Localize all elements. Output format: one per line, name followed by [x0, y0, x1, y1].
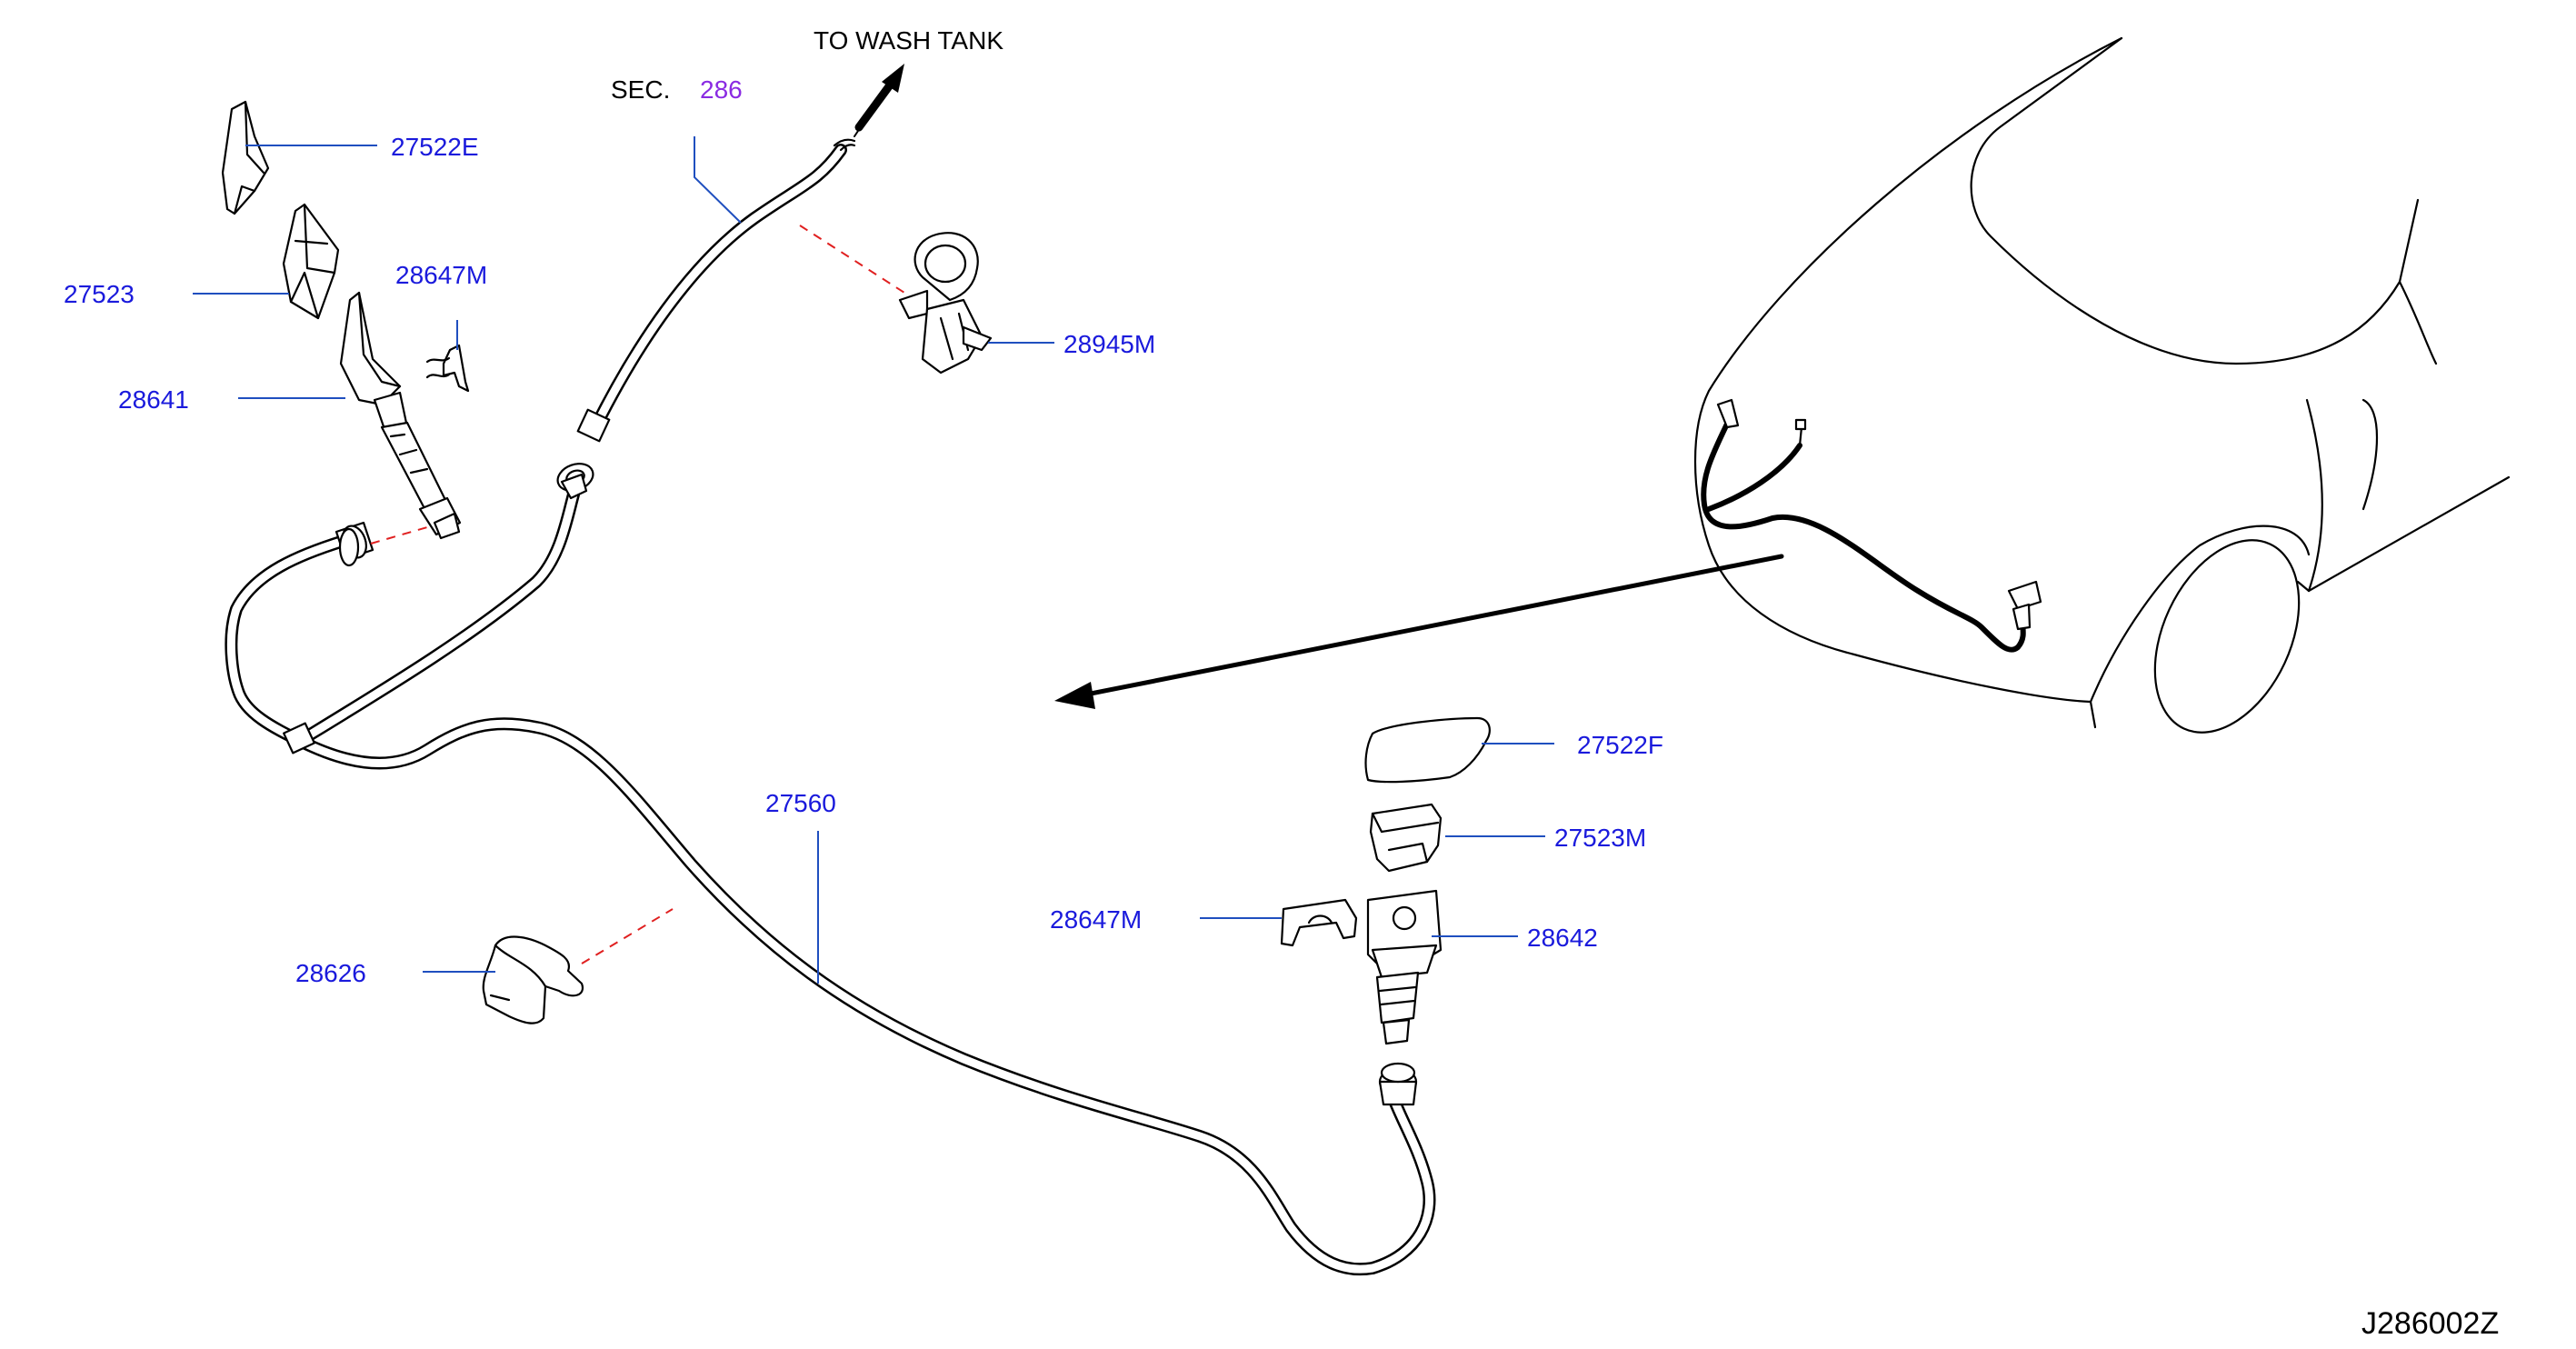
part-label-27523[interactable]: 27523: [64, 280, 135, 308]
part-label-27522E[interactable]: 27522E: [391, 133, 479, 161]
connector-small-shape: [338, 527, 360, 567]
cap-27522E-shape: [221, 100, 270, 215]
part-label-27560[interactable]: 27560: [765, 789, 836, 817]
part-label-28945M[interactable]: 28945M: [1063, 330, 1155, 358]
section-prefix: SEC.: [611, 75, 670, 104]
to-wash-tank-label: TO WASH TANK: [814, 26, 1003, 55]
bracket-27523M-shape: [1369, 803, 1443, 873]
nozzle-28642-shape: [1366, 889, 1443, 1045]
part-label-28626[interactable]: 28626: [295, 959, 366, 987]
bracket-27523-shape: [282, 203, 340, 320]
part-label-27522F[interactable]: 27522F: [1577, 731, 1663, 759]
hose-to-tank: [576, 138, 856, 443]
part-label-28647M-top[interactable]: 28647M: [395, 261, 487, 289]
vehicle-outline: [1693, 36, 2511, 734]
part-label-28641[interactable]: 28641: [118, 385, 189, 414]
part-label-27523M[interactable]: 27523M: [1554, 824, 1646, 852]
view-direction-arrow: [1054, 554, 1784, 709]
part-label-28642[interactable]: 28642: [1527, 924, 1598, 952]
leader-lines: [193, 136, 1554, 984]
clip-28626-shape: [482, 935, 584, 1024]
clip-28647M-bottom-shape: [1280, 898, 1358, 947]
section-number-link[interactable]: 286: [700, 75, 743, 104]
hose-assembly-27560: [225, 463, 1436, 1276]
clamp-28945M-shape: [898, 232, 993, 375]
to-wash-tank-arrow: [854, 64, 904, 137]
nozzle-28641-shape: [339, 291, 462, 540]
clip-28647M-top-shape: [425, 344, 470, 393]
figure-code: J286002Z: [2361, 1306, 2499, 1341]
dashed-alignment-lines: [370, 225, 905, 964]
part-label-28647M-bottom[interactable]: 28647M: [1050, 905, 1142, 934]
cap-27522F-shape: [1364, 716, 1491, 784]
